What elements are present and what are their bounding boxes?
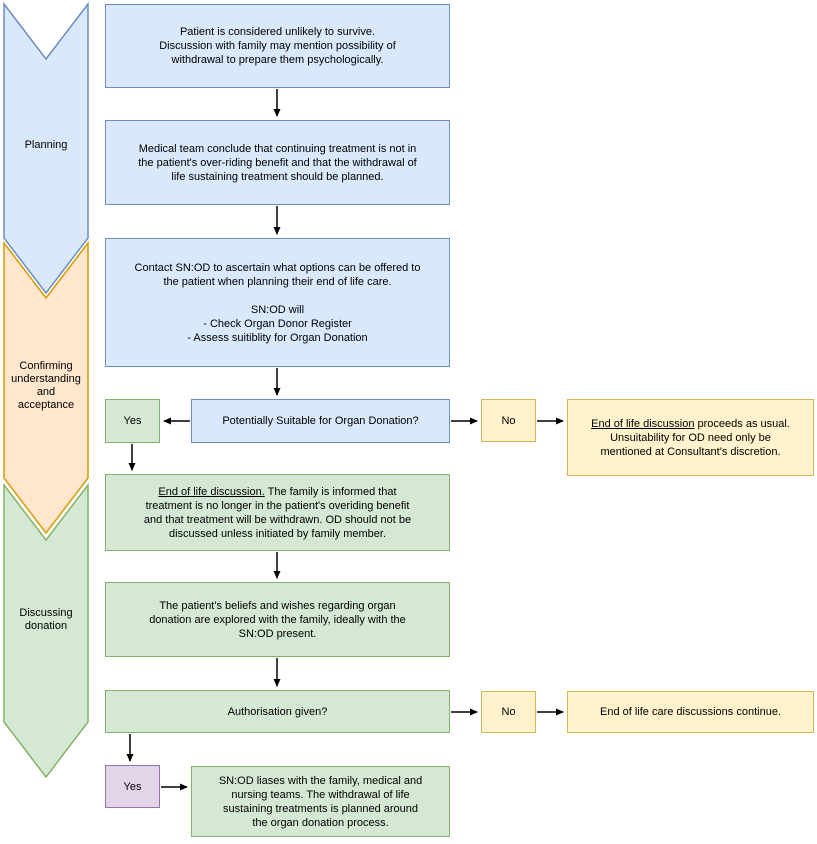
underlined-phrase: End of life discussion: [591, 417, 695, 430]
node-medical-team: Medical team conclude that continuing tr…: [105, 120, 450, 205]
node-no-suitable: No: [481, 399, 536, 442]
node-unsuitable-outcome-text: End of life discussion proceeds as usual…: [591, 417, 790, 458]
node-contact-snod: Contact SN:OD to ascertain what options …: [105, 238, 450, 367]
node-contact-snod-text: Contact SN:OD to ascertain what options …: [134, 261, 421, 344]
node-patient-unlikely-text: Patient is considered unlikely to surviv…: [159, 26, 396, 66]
lane-label-planning: Planning: [24, 139, 68, 151]
underlined-phrase: End of life discussion.: [158, 485, 265, 498]
node-suitable-decision-text: Potentially Suitable for Organ Donation?: [222, 415, 419, 427]
node-suitable-decision: Potentially Suitable for Organ Donation?: [191, 399, 450, 443]
node-continue-outcome: End of life care discussions continue.: [567, 691, 814, 733]
node-yes-authorisation-text: Yes: [123, 780, 142, 793]
lane-label-discussing: Discussing donation: [19, 607, 73, 632]
node-medical-team-text: Medical team conclude that continuing tr…: [138, 142, 417, 183]
node-yes-suitable: Yes: [105, 399, 160, 443]
node-eol-discussion: End of life discussion. The family is in…: [105, 474, 450, 551]
node-snod-liases: SN:OD liases with the family, medical an…: [191, 766, 450, 837]
node-unsuitable-outcome: End of life discussion proceeds as usual…: [567, 399, 814, 476]
node-yes-authorisation: Yes: [105, 765, 160, 808]
node-patient-unlikely: Patient is considered unlikely to surviv…: [105, 4, 450, 88]
node-snod-liases-text: SN:OD liases with the family, medical an…: [218, 774, 423, 829]
node-no-authorisation-text: No: [501, 706, 516, 718]
node-authorisation-decision-text: Authorisation given?: [227, 705, 328, 718]
node-continue-outcome-text: End of life care discussions continue.: [600, 706, 781, 718]
node-yes-suitable-text: Yes: [123, 415, 142, 427]
node-beliefs-explored: The patient's beliefs and wishes regardi…: [105, 582, 450, 657]
node-beliefs-explored-text: The patient's beliefs and wishes regardi…: [149, 599, 406, 640]
lane-label-confirming: Confirming understanding and acceptance: [11, 360, 81, 411]
node-no-suitable-text: No: [501, 414, 516, 427]
node-eol-discussion-text: End of life discussion. The family is in…: [143, 485, 412, 540]
node-no-authorisation: No: [481, 691, 536, 733]
node-authorisation-decision: Authorisation given?: [105, 690, 450, 733]
